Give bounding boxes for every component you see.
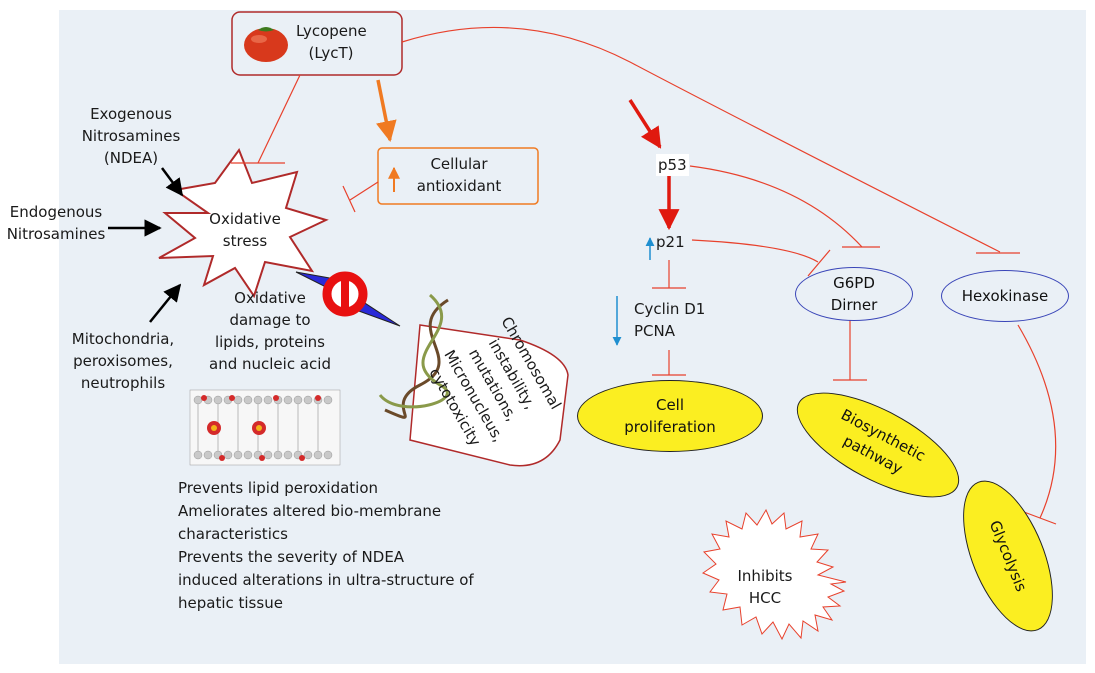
p21-label: p21 [656, 233, 685, 251]
damage-line4: and nucleic acid [209, 355, 331, 373]
endogenous-line2: Nitrosamines [6, 225, 106, 243]
arrow-lycopene-antioxidant [375, 79, 397, 143]
cellular-antioxidant-label: Cellular antioxidant [404, 153, 514, 197]
lycopene-name: Lycopene [296, 22, 367, 40]
stop-icon [322, 271, 368, 317]
chromosomal-box [409, 324, 569, 467]
oxidative-stress-burst [158, 147, 329, 299]
cyclin-line2: PCNA [634, 322, 676, 340]
lycopene-label: Lycopene (LycT) [296, 20, 367, 64]
endogenous-line1: Endogenous [9, 203, 103, 221]
hcc-line1: Inhibits [737, 567, 793, 585]
proliferation-line2: proliferation [624, 418, 716, 436]
proliferation-line1: Cell [655, 396, 685, 414]
inhibit-p53-g6pd [689, 165, 863, 248]
inhibit-lycopene-stress [257, 74, 301, 164]
glycolysis-label: Glycolysis [985, 517, 1031, 595]
arrow-exogenous [160, 167, 184, 197]
damage-line3: lipids, proteins [214, 333, 326, 351]
inhibit-antioxidant-stress [349, 181, 379, 201]
dna-helix-icon [378, 293, 449, 419]
lycopene-abbrev: (LycT) [308, 44, 354, 62]
mito-line2: peroxisomes, [73, 352, 173, 370]
tomato-icon [244, 27, 288, 62]
effect-item: induced alterations in ultra-structure o… [178, 571, 474, 589]
exogenous-line2: Nitrosamines [81, 127, 181, 145]
inhibit-p21-g6pd [691, 239, 819, 263]
effect-item: Prevents the severity of NDEA [178, 548, 405, 566]
effect-item: characteristics [178, 525, 288, 543]
exogenous-line1: Exogenous [90, 105, 172, 123]
damage-line1: Oxidative [234, 289, 306, 307]
hexokinase-label: Hexokinase [961, 287, 1049, 305]
exogenous-label: Exogenous Nitrosamines (NDEA) [76, 103, 186, 169]
p53-label: p53 [656, 154, 689, 176]
oxidative-stress-label: Oxidative stress [205, 208, 285, 252]
inhibits-hcc-label: Inhibits HCC [730, 565, 800, 609]
cell-proliferation-node: Cell proliferation [577, 380, 763, 452]
cellular-antioxidant-box [377, 147, 539, 205]
g6pd-node: G6PD Dirner [795, 267, 913, 321]
cyclin-label: Cyclin D1 PCNA [634, 298, 705, 342]
damage-line2: damage to [229, 311, 311, 329]
exogenous-line3: (NDEA) [103, 149, 159, 167]
cyclin-line1: Cyclin D1 [634, 300, 706, 318]
oxidative-stress-line2: stress [222, 232, 268, 250]
effect-item: Ameliorates altered bio-membrane [178, 502, 442, 520]
endogenous-label: Endogenous Nitrosamines [4, 201, 108, 245]
antioxidant-line1: Cellular [430, 155, 488, 173]
g6pd-line2: Dirner [830, 296, 878, 314]
mito-line3: neutrophils [80, 374, 166, 392]
g6pd-line1: G6PD [833, 274, 875, 292]
antioxidant-line2: antioxidant [416, 177, 502, 195]
inhibit-hexokinase-glycolysis [1017, 324, 1057, 519]
oxidative-stress-line1: Oxidative [209, 210, 281, 228]
effects-list: Prevents lipid peroxidation Ameliorates … [178, 477, 474, 615]
mitochondria-label: Mitochondria, peroxisomes, neutrophils [68, 328, 178, 394]
hcc-line2: HCC [748, 589, 782, 607]
effect-item: Prevents lipid peroxidation [178, 479, 379, 497]
diagram-background [59, 10, 1086, 664]
effect-item: hepatic tissue [178, 594, 283, 612]
hexokinase-node: Hexokinase [941, 270, 1069, 322]
inhibits-hcc-burst [701, 508, 847, 641]
oxidative-damage-label: Oxidative damage to lipids, proteins and… [205, 287, 335, 375]
link-lycopene-top [401, 26, 1001, 253]
arrow-mitochondria [149, 283, 182, 323]
mito-line1: Mitochondria, [71, 330, 175, 348]
arrow-lycopene-p53 [628, 99, 662, 149]
lipid-membrane-image [189, 389, 341, 466]
